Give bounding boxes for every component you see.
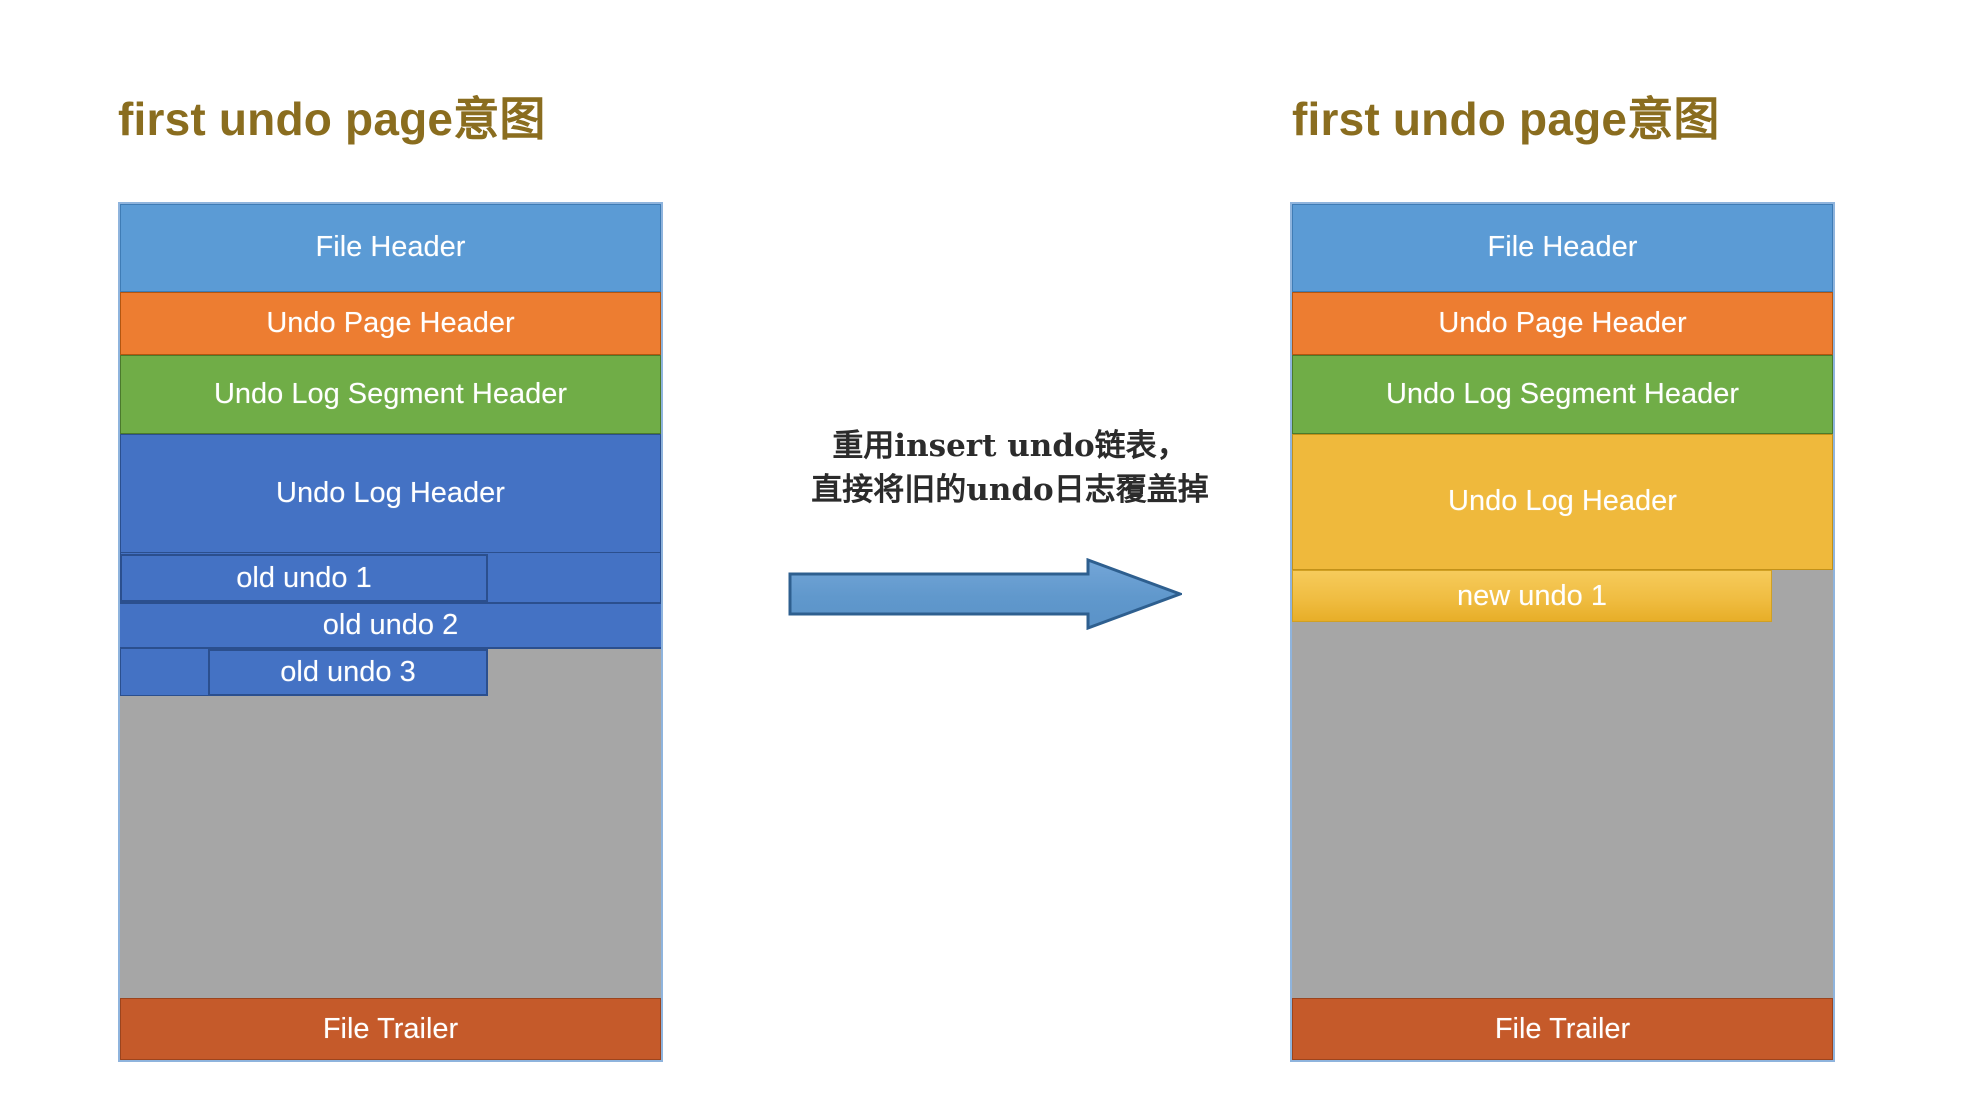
- right-band-file-trailer: File Trailer: [1292, 998, 1833, 1060]
- right-band-undo-page-header: Undo Page Header: [1292, 292, 1833, 355]
- left-band-undo-log-header: Undo Log Header: [120, 434, 661, 553]
- right-block-arrow-icon: [788, 557, 1185, 631]
- right-undo-page-box: File Header Undo Page Header Undo Log Se…: [1290, 202, 1835, 1062]
- left-band-undo-page-header: Undo Page Header: [120, 292, 661, 355]
- left-undo-page-box: File Header Undo Page Header Undo Log Se…: [118, 202, 663, 1062]
- left-band-file-header: File Header: [120, 204, 661, 292]
- right-diagram-title: first undo page意图: [1292, 93, 1720, 145]
- left-band-undo-log-segment-header: Undo Log Segment Header: [120, 355, 661, 434]
- left-undo-record-old-undo-3: old undo 3: [208, 649, 488, 696]
- left-undo-record-old-undo-2: old undo 2: [120, 602, 661, 649]
- right-band-file-header: File Header: [1292, 204, 1833, 292]
- left-diagram-title: first undo page意图: [118, 93, 546, 145]
- left-band-file-trailer: File Trailer: [120, 998, 661, 1060]
- transition-annotation-text: 重用insert undo链表， 直接将旧的undo日志覆盖掉: [811, 428, 1209, 509]
- left-undo-record-old-undo-1: old undo 1: [120, 554, 488, 602]
- right-band-undo-log-segment-header: Undo Log Segment Header: [1292, 355, 1833, 434]
- right-band-undo-log-header: Undo Log Header: [1292, 434, 1833, 570]
- left-undo-record-3-backdrop: [120, 649, 210, 696]
- right-undo-record-new-undo-1: new undo 1: [1292, 570, 1772, 622]
